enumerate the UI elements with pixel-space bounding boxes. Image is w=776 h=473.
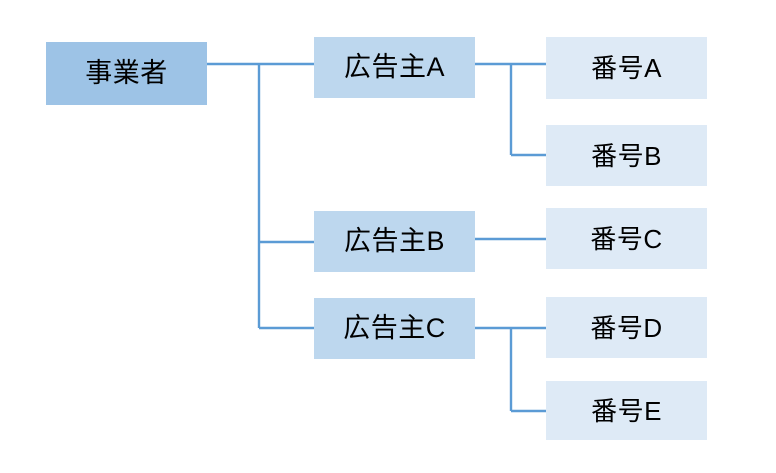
node-operator[interactable]: 事業者 [46,42,207,105]
node-number-d-label: 番号D [590,312,663,343]
node-number-b[interactable]: 番号B [546,125,707,186]
node-advertiser-a-label: 広告主A [343,52,445,82]
node-number-b-label: 番号B [591,140,662,171]
node-number-e-label: 番号E [591,395,662,426]
node-number-a-label: 番号A [591,53,662,83]
node-advertiser-b[interactable]: 広告主B [314,211,475,272]
node-operator-label: 事業者 [85,58,168,88]
node-number-d[interactable]: 番号D [546,297,707,358]
node-number-c-label: 番号C [590,223,663,254]
node-number-a[interactable]: 番号A [546,37,707,99]
node-advertiser-c-label: 広告主C [343,313,446,343]
node-advertiser-c[interactable]: 広告主C [314,298,475,359]
node-number-c[interactable]: 番号C [546,208,707,269]
node-advertiser-a[interactable]: 広告主A [314,37,475,98]
node-number-e[interactable]: 番号E [546,381,707,440]
node-advertiser-b-label: 広告主B [343,226,445,256]
